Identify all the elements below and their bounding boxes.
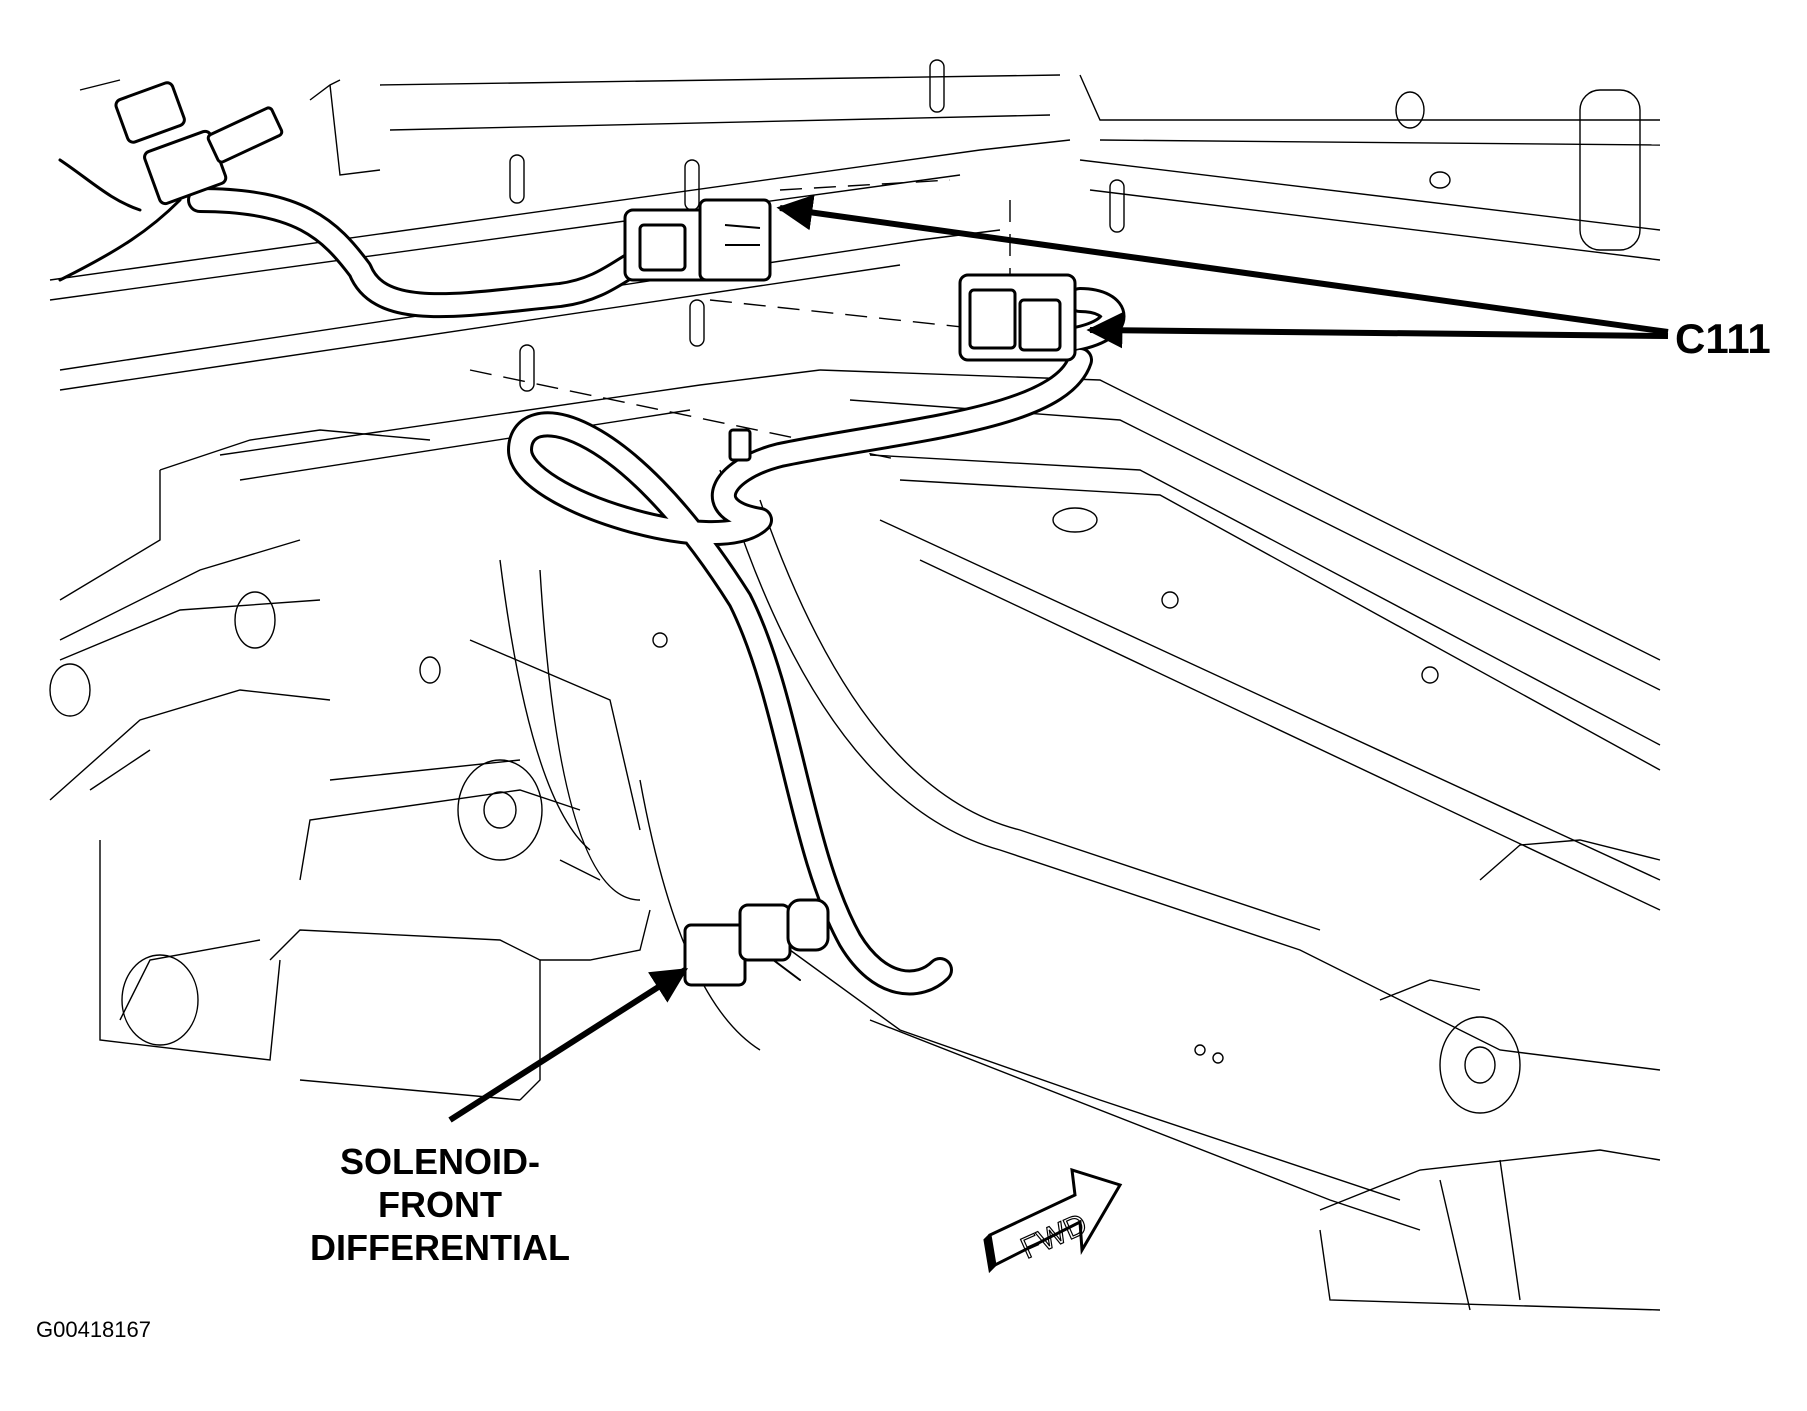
frame-holes bbox=[49, 59, 1641, 1114]
solenoid-arrow bbox=[448, 967, 689, 1123]
connector-upper-left bbox=[114, 81, 284, 206]
solenoid-label-line-1: SOLENOID- bbox=[339, 1141, 540, 1182]
harness-clip bbox=[728, 428, 752, 462]
chassis-linework bbox=[49, 74, 1661, 1311]
callout-label-solenoid: SOLENOID- FRONT DIFFERENTIAL bbox=[260, 1140, 620, 1269]
wiring-harness bbox=[58, 158, 1126, 996]
connector-solenoid bbox=[683, 898, 830, 987]
solenoid-label-line-2: FRONT bbox=[378, 1184, 502, 1225]
figure-code: G00418167 bbox=[36, 1317, 151, 1342]
callout-label-c111: C111 bbox=[1675, 315, 1771, 362]
connector-c111-a bbox=[623, 198, 772, 282]
c111-arrow-lower bbox=[1086, 312, 1669, 349]
c111-arrow-upper bbox=[776, 194, 1669, 335]
connector-c111-b bbox=[958, 273, 1077, 362]
solenoid-label-line-3: DIFFERENTIAL bbox=[310, 1227, 570, 1268]
fwd-arrow-icon: FWD bbox=[983, 1167, 1123, 1274]
callout-arrows bbox=[448, 194, 1669, 1123]
